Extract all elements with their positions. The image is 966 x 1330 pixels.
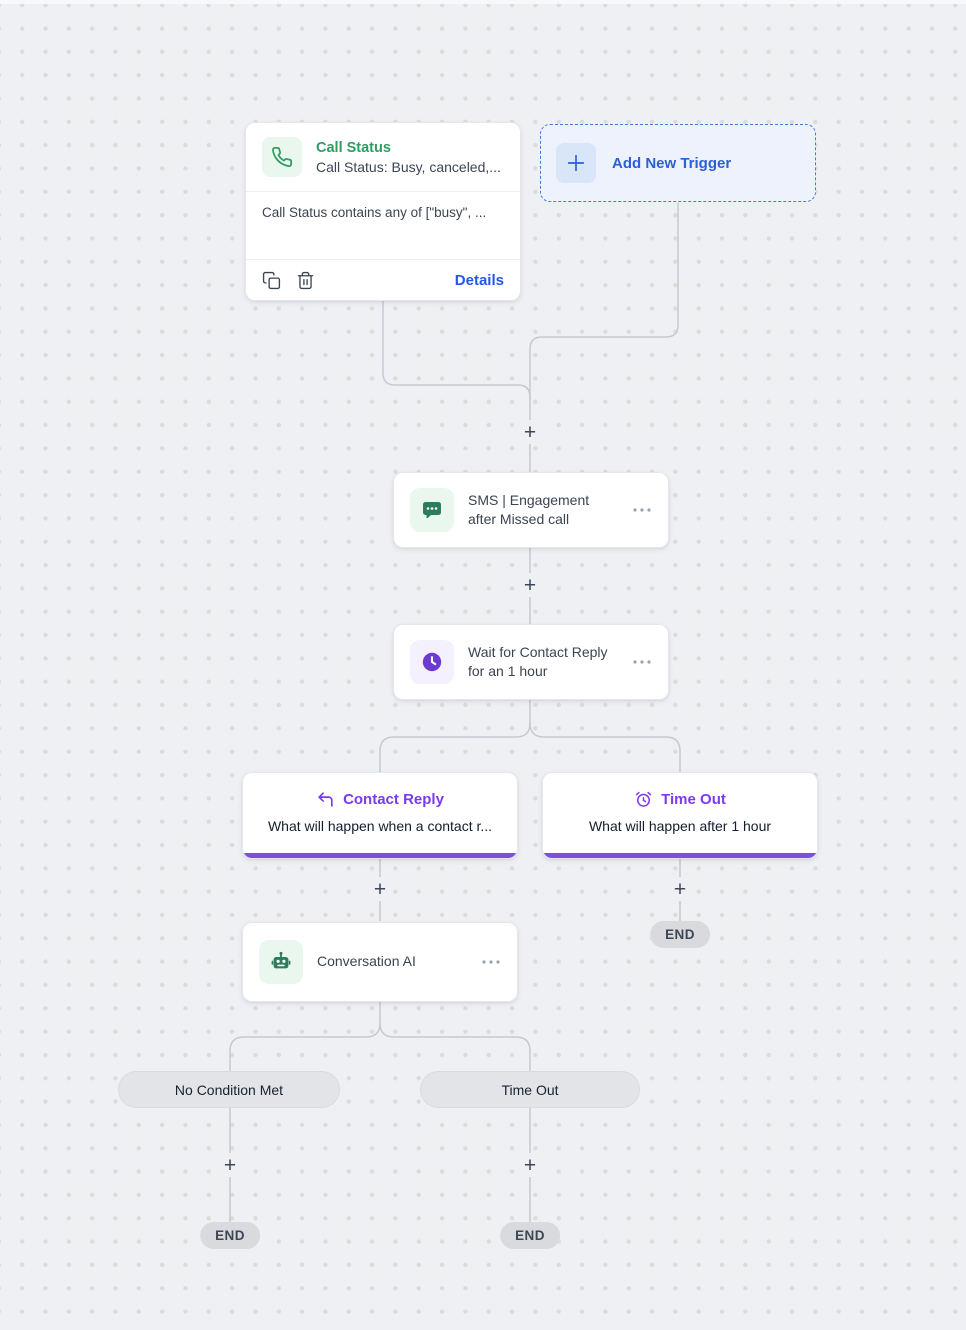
more-menu-icon[interactable]: [632, 655, 652, 669]
branch-label-no-condition-met: No Condition Met: [118, 1071, 340, 1108]
end-badge: END: [650, 921, 710, 948]
add-new-trigger-button[interactable]: Add New Trigger: [540, 124, 816, 202]
branch-card-time-out[interactable]: Time Out What will happen after 1 hour: [542, 772, 818, 859]
canvas-top-edge: [0, 0, 966, 4]
duplicate-icon[interactable]: [262, 271, 281, 290]
add-new-trigger-label: Add New Trigger: [612, 154, 732, 172]
connector-wait-split-left: [379, 700, 531, 772]
details-link[interactable]: Details: [454, 271, 504, 289]
connector-addtrigger-to-merge: [529, 203, 679, 400]
branch-subtitle: What will happen after 1 hour: [588, 818, 772, 834]
connector-ai-split-right: [379, 1022, 531, 1071]
more-menu-icon[interactable]: [632, 503, 652, 517]
trigger-card-call-status[interactable]: Call Status Call Status: Busy, canceled,…: [245, 122, 521, 301]
node-title: Wait for Contact Reply for an 1 hour: [468, 643, 608, 679]
phone-icon: [262, 137, 302, 177]
sms-icon: [410, 488, 454, 532]
branch-subtitle: What will happen when a contact r...: [267, 818, 493, 834]
action-node-sms[interactable]: SMS | Engagement after Missed call: [393, 472, 669, 548]
end-badge: END: [500, 1222, 560, 1249]
clock-icon: [410, 640, 454, 684]
more-menu-icon[interactable]: [481, 955, 501, 969]
node-title: Conversation AI: [317, 953, 416, 970]
end-badge: END: [200, 1222, 260, 1249]
trigger-title: Call Status: [316, 139, 391, 156]
node-title: SMS | Engagement after Missed call: [468, 491, 590, 527]
branch-label-text: Time Out: [501, 1081, 559, 1098]
trigger-card-header: Call Status Call Status: Busy, canceled,…: [246, 123, 520, 192]
trash-icon[interactable]: [296, 271, 315, 290]
trigger-card-footer: Details: [246, 260, 520, 300]
branch-accent-bar: [243, 853, 517, 858]
branch-label-time-out: Time Out: [420, 1071, 640, 1108]
add-action-button[interactable]: +: [518, 1153, 542, 1177]
robot-icon: [259, 940, 303, 984]
trigger-subtitle: Call Status: Busy, canceled,...: [316, 158, 501, 175]
add-action-button[interactable]: +: [518, 573, 542, 597]
add-action-button[interactable]: +: [368, 877, 392, 901]
trigger-condition-text: Call Status contains any of ["busy", ...: [246, 192, 520, 260]
alarm-clock-icon: [634, 790, 653, 809]
branch-title-label: Contact Reply: [343, 791, 444, 808]
branch-card-contact-reply[interactable]: Contact Reply What will happen when a co…: [242, 772, 518, 859]
add-action-button[interactable]: +: [218, 1153, 242, 1177]
branch-accent-bar: [543, 853, 817, 858]
connector-wait-split-right: [529, 722, 681, 772]
action-node-wait[interactable]: Wait for Contact Reply for an 1 hour: [393, 624, 669, 700]
add-action-button[interactable]: +: [668, 877, 692, 901]
plus-icon: [556, 143, 596, 183]
branch-label-text: No Condition Met: [174, 1081, 284, 1098]
action-node-conversation-ai[interactable]: Conversation AI: [242, 922, 518, 1002]
add-action-button[interactable]: +: [518, 420, 542, 444]
branch-title-label: Time Out: [661, 791, 726, 808]
reply-icon: [316, 790, 335, 809]
connector-ai-split-left: [229, 1002, 381, 1071]
connector-trigger-to-merge: [382, 300, 531, 472]
